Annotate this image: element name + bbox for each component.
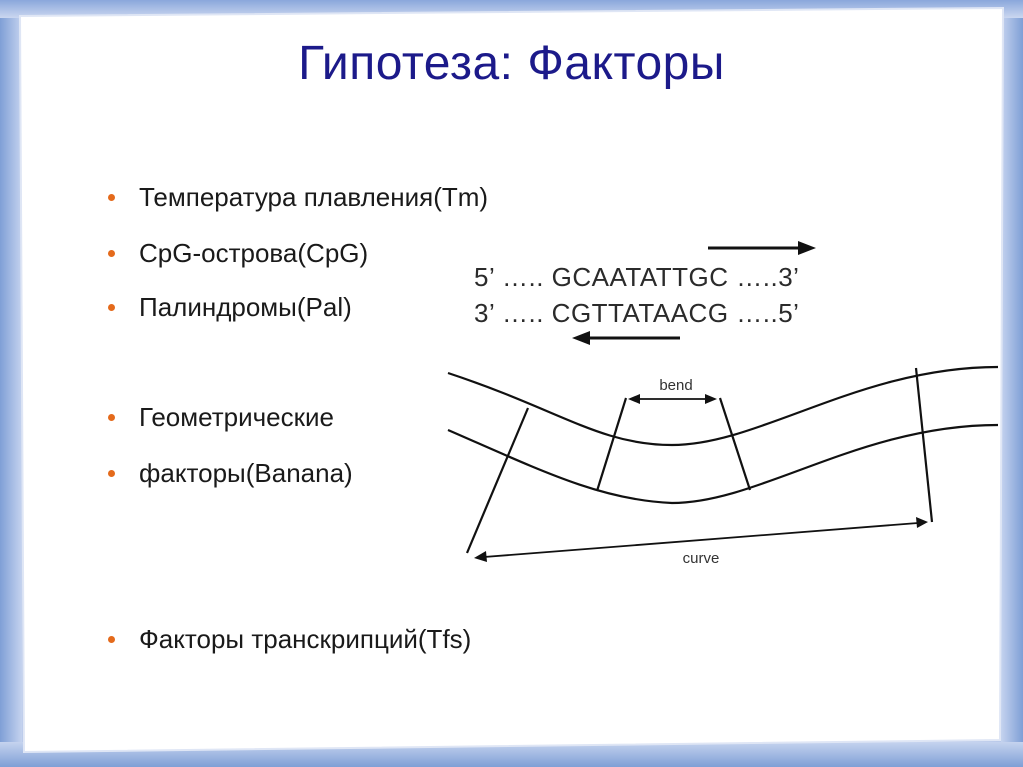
bullet-text: Факторы транскрипций(Tfs) [139,624,472,654]
curve-arrow-icon [474,517,928,562]
bullet-text: CpG-острова(CpG) [139,238,369,268]
helix-lower-strand [447,423,999,505]
forward-arrow-icon [708,241,816,255]
bullet-text: факторы(Banana) [139,458,353,488]
bend-left-line [595,397,628,492]
bullet-dot-icon [108,636,115,643]
curve-label: curve [683,550,720,567]
bullet-text: Температура плавления(Tm) [139,182,489,212]
bend-right-line [718,397,752,491]
palindrome-top-strand: 5’ ….. GCAATATTGC …..3’ [474,262,800,292]
helix-upper-strand [447,365,999,447]
bend-arrow-icon [628,394,717,404]
bend-label: bend [659,377,692,394]
left-boundary-line [465,407,530,554]
reverse-arrow-icon [572,331,680,345]
palindrome-bottom-strand: 3’ ….. CGTTATAACG …..5’ [474,298,800,328]
bullet-dot-icon [108,414,115,421]
bullet-dot-icon [108,194,115,201]
bullet-text: Палиндромы(Pal) [139,292,352,322]
bullet-dot-icon [108,470,115,477]
bullet-dot-icon [108,250,115,257]
bullet-dot-icon [108,304,115,311]
right-boundary-line [914,367,934,523]
bullet-text: Геометрические [139,402,334,432]
slide-title: Гипотеза: Факторы [298,37,725,90]
